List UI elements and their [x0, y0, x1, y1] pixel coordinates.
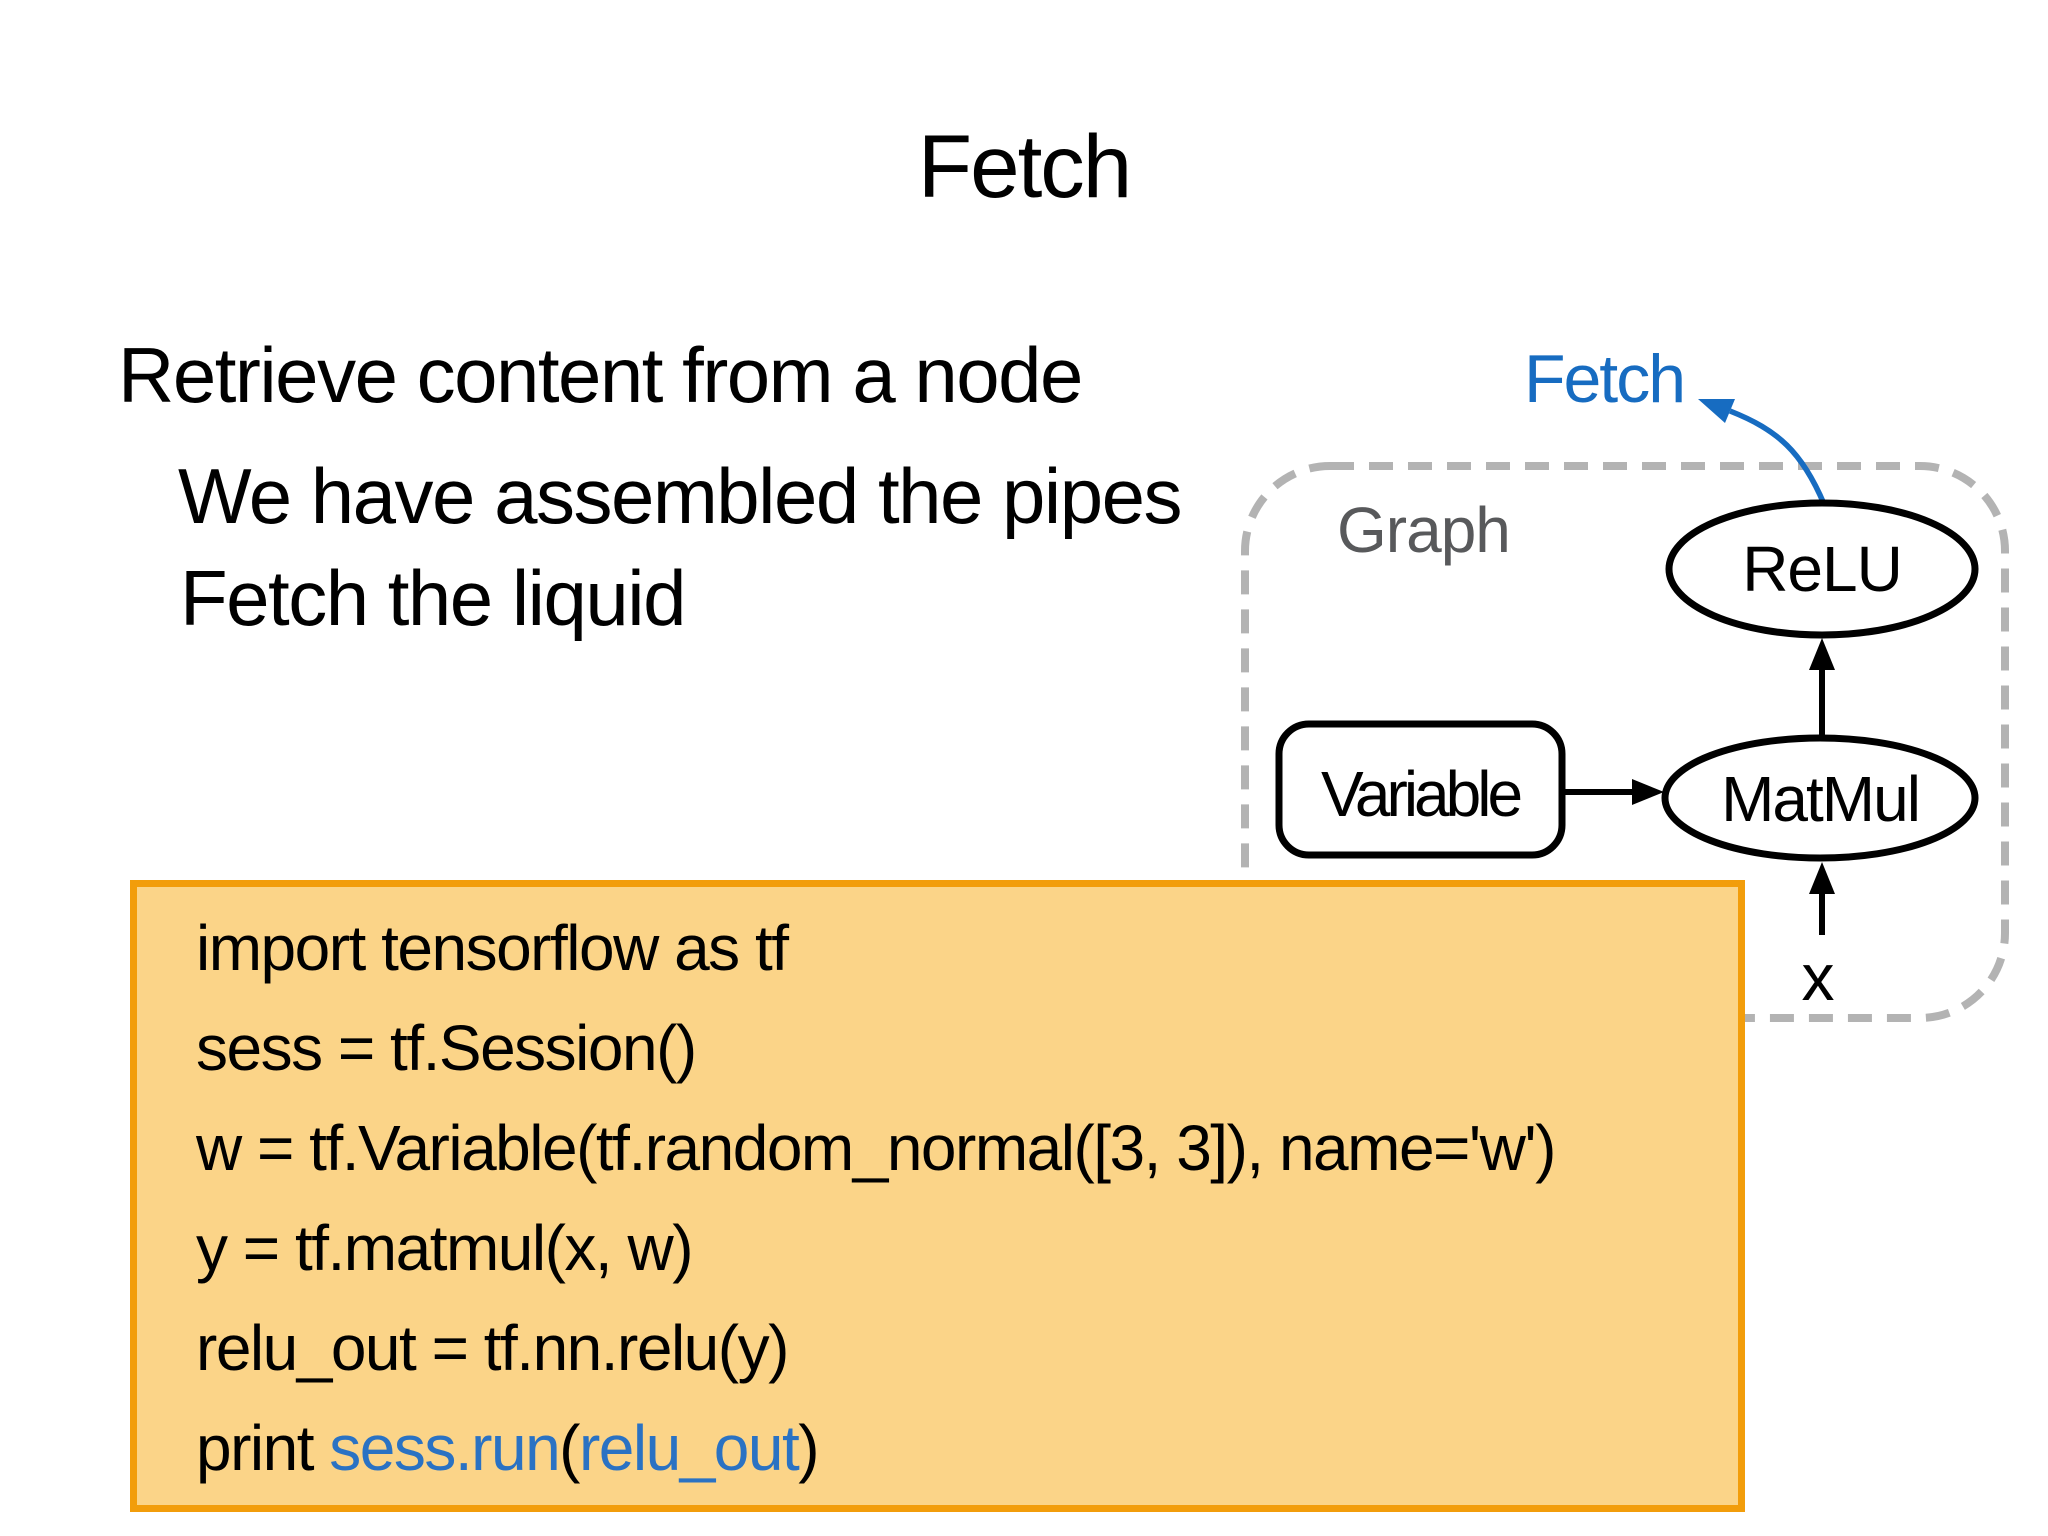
code-line-print: print sess.run(relu_out) — [196, 1398, 1738, 1498]
x-input-label: x — [1802, 940, 1835, 1014]
variable-node — [1275, 720, 1566, 859]
code-sess-run-call: sess.run — [329, 1412, 560, 1484]
fetch-arrowhead — [1698, 399, 1735, 423]
code-line-import: import tensorflow as tf — [196, 912, 789, 984]
arrowhead-x-to-matmul — [1809, 862, 1835, 894]
fetch-annotation-label: Fetch — [1524, 341, 1684, 417]
code-open-paren: ( — [559, 1412, 580, 1484]
code-close-paren: ) — [798, 1412, 819, 1484]
matmul-node — [1661, 734, 1979, 862]
fetch-arrow-curve — [1728, 408, 1827, 506]
matmul-node-label: MatMul — [1721, 763, 1919, 835]
relu-node — [1665, 499, 1979, 639]
code-relu-out-arg: relu_out — [578, 1412, 800, 1484]
arrowhead-matmul-to-relu — [1809, 638, 1835, 670]
arrowhead-variable-to-matmul — [1632, 779, 1664, 805]
code-line-relu: relu_out = tf.nn.relu(y) — [196, 1312, 789, 1384]
code-line-session: sess = tf.Session() — [196, 1012, 697, 1084]
bullet-retrieve-content: Retrieve content from a node — [118, 331, 1083, 419]
relu-node-label: ReLU — [1742, 533, 1902, 605]
code-line-matmul: y = tf.matmul(x, w) — [196, 1212, 694, 1284]
page-title: Fetch — [917, 116, 1133, 216]
bullet-fetch-liquid: Fetch the liquid — [180, 554, 686, 642]
bullet-assembled-pipes: We have assembled the pipes — [178, 452, 1183, 540]
variable-node-label: Variable — [1321, 758, 1520, 830]
code-print-keyword: print — [196, 1412, 330, 1484]
graph-box-label: Graph — [1337, 494, 1510, 566]
code-line-variable: w = tf.Variable(tf.random_normal([3, 3])… — [196, 1112, 1556, 1184]
code-box: import tensorflow as tf sess = tf.Sessio… — [130, 880, 1745, 1512]
